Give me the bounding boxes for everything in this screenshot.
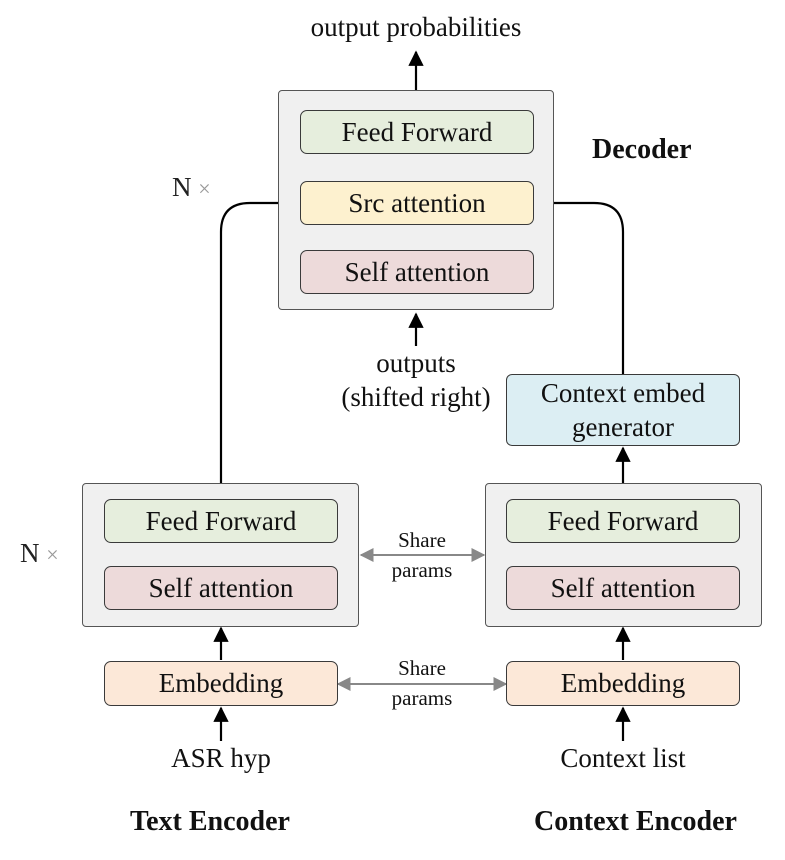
context-encoder-self-attention-label: Self attention (550, 572, 696, 603)
encoder-repeat-label: N × (20, 538, 59, 569)
output-probabilities-label: output probabilities (310, 12, 522, 42)
decoder-title: Decoder (592, 134, 692, 165)
share-params-encoder-label: Share params (372, 525, 472, 585)
decoder-src-attention: Src attention (300, 181, 534, 225)
text-encoder-feed-forward: Feed Forward (104, 499, 338, 543)
context-encoder-title: Context Encoder (534, 806, 737, 837)
context-embedding: Embedding (506, 661, 740, 706)
share-params-embedding-label: Share params (372, 653, 472, 713)
context-embed-generator: Context embed generator (506, 374, 740, 446)
share-params-embedding-line2: params (391, 686, 453, 710)
decoder-repeat-count: N (172, 172, 192, 202)
share-params-embedding-line1: Share (398, 656, 446, 680)
encoder-repeat-count: N (20, 538, 40, 568)
asr-hyp-input-label: ASR hyp (171, 743, 271, 773)
decoder-self-attention-label: Self attention (344, 256, 490, 287)
decoder-feed-forward: Feed Forward (300, 110, 534, 154)
decoder-outputs-label: outputs (shifted right) (300, 346, 532, 414)
text-embedding-label: Embedding (158, 668, 284, 698)
decoder-feed-forward-label: Feed Forward (341, 116, 493, 147)
context-generator-to-src-attention-arrow (536, 195, 625, 374)
times-icon: × (46, 542, 59, 567)
share-params-encoder-line2: params (391, 558, 453, 582)
context-encoder-feed-forward-label: Feed Forward (547, 505, 699, 536)
text-encoder-to-src-attention-arrow (219, 195, 297, 483)
text-encoder-self-attention: Self attention (104, 566, 338, 610)
text-encoder-title: Text Encoder (130, 806, 290, 837)
context-encoder-self-attention: Self attention (506, 566, 740, 610)
share-params-encoder-line1: Share (398, 528, 446, 552)
decoder-src-attention-label: Src attention (348, 187, 486, 218)
context-encoder-feed-forward: Feed Forward (506, 499, 740, 543)
context-embed-generator-line1: Context embed (540, 378, 706, 408)
context-list-input-label: Context list (560, 743, 686, 773)
text-encoder-feed-forward-label: Feed Forward (145, 505, 297, 536)
decoder-outputs-line1: outputs (376, 348, 456, 378)
decoder-outputs-line2: (shifted right) (341, 382, 491, 412)
text-encoder-self-attention-label: Self attention (148, 572, 294, 603)
decoder-self-attention: Self attention (300, 250, 534, 294)
context-embedding-label: Embedding (560, 668, 686, 698)
decoder-repeat-label: N × (172, 172, 211, 203)
text-embedding: Embedding (104, 661, 338, 706)
times-icon: × (198, 176, 211, 201)
context-embed-generator-line2: generator (572, 412, 674, 442)
